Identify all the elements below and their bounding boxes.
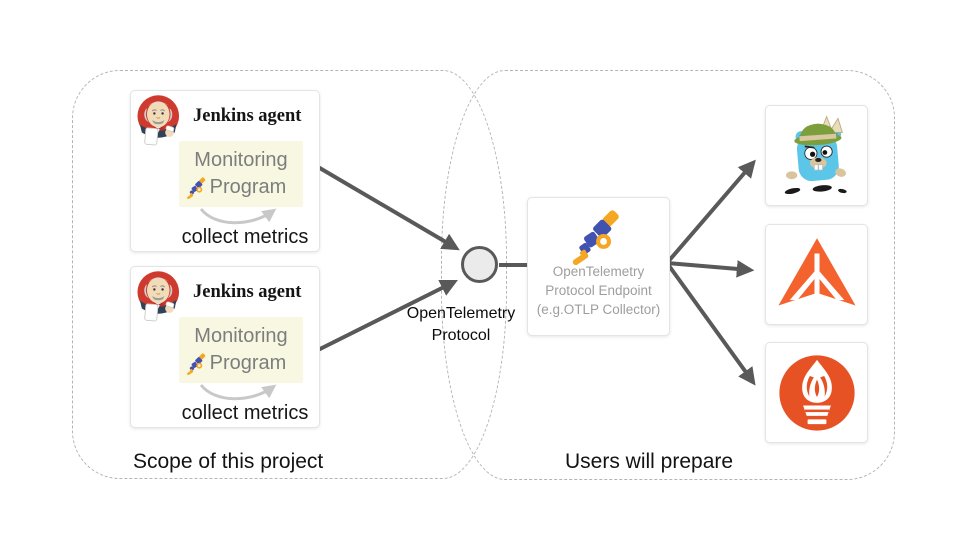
endpoint-label: OpenTelemetry Protocol Endpoint (e.g.OTL… <box>536 264 661 317</box>
users-group-label: Users will prepare <box>565 450 734 473</box>
arrow-endpoint-to-jaeger <box>665 159 756 265</box>
cycle-arrow-icon <box>199 383 277 401</box>
agent-title: Jenkins agent <box>193 282 302 302</box>
arrow-endpoint-to-micrometer <box>666 260 755 278</box>
users-group-container <box>441 70 895 480</box>
program-label-line1: Monitoring <box>194 325 288 347</box>
opentelemetry-telescope-icon <box>570 207 628 265</box>
jenkins-agent-card-2: Jenkins agent Monitoring Program collect… <box>130 266 320 428</box>
arrow-agent2-to-node <box>317 280 458 352</box>
agent-title: Jenkins agent <box>193 106 302 126</box>
program-label-line1: Monitoring <box>194 149 288 171</box>
otlp-endpoint-card: OpenTelemetry Protocol Endpoint (e.g.OTL… <box>527 197 670 336</box>
junction-node <box>461 246 498 283</box>
opentelemetry-telescope-icon <box>185 176 207 199</box>
scope-group-label: Scope of this project <box>133 450 324 473</box>
jaeger-gopher-logo <box>782 115 848 196</box>
arrow-endpoint-to-prometheus <box>665 261 756 386</box>
backend-card-micrometer <box>765 224 868 325</box>
scope-group-container <box>72 70 507 479</box>
cycle-arrow-icon <box>199 207 277 225</box>
agent-caption: collect metrics <box>181 226 309 248</box>
program-label-line2: Program <box>169 174 303 201</box>
protocol-label: OpenTelemetry Protocol <box>406 305 516 344</box>
micrometer-logo <box>777 237 856 313</box>
jenkins-agent-card-1: Jenkins agent Monitoring Program collect… <box>130 90 320 252</box>
arrow-agent1-to-node <box>316 165 460 251</box>
backend-card-prometheus <box>765 342 868 443</box>
monitoring-program-box: Monitoring Program <box>179 317 303 383</box>
prometheus-logo <box>778 354 855 431</box>
opentelemetry-telescope-icon <box>185 352 207 375</box>
program-label-line2: Program <box>169 350 303 377</box>
agent-caption: collect metrics <box>181 402 309 424</box>
monitoring-program-box: Monitoring Program <box>179 141 303 207</box>
backend-card-jaeger <box>765 105 868 206</box>
